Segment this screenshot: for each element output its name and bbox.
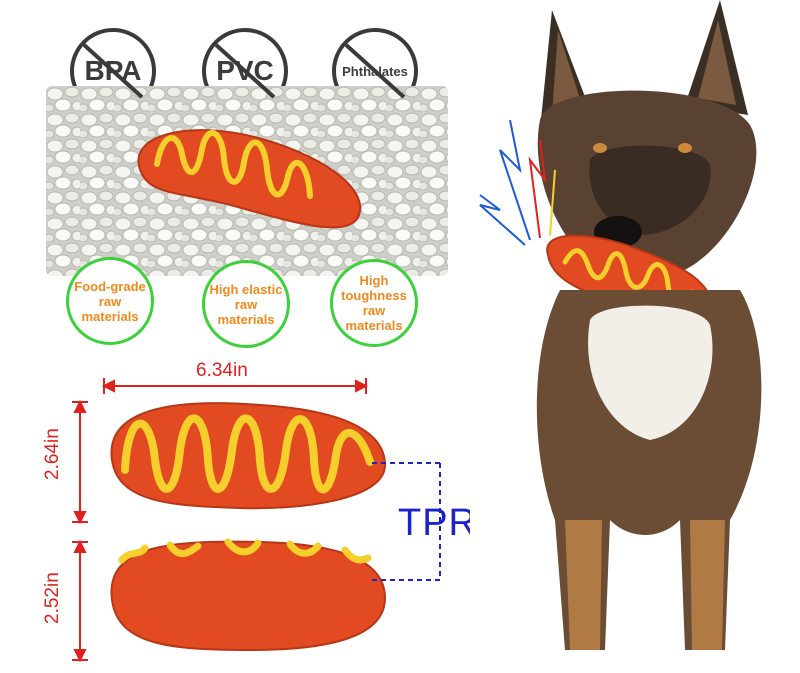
hotdog-side-view xyxy=(110,538,387,652)
length-arrow xyxy=(101,378,369,394)
hotdog-top-view xyxy=(110,402,387,510)
height-top-arrow xyxy=(72,399,88,525)
food-grade-label: Food-grade raw materials xyxy=(74,278,146,324)
pellet-material-photo xyxy=(46,86,448,276)
tpr-bracket xyxy=(372,462,441,581)
length-label: 6.34in xyxy=(196,360,248,381)
high-toughness-label: High toughness raw materials xyxy=(341,273,407,333)
squeak-lines xyxy=(479,119,556,246)
height-top-label: 2.64in xyxy=(42,428,63,480)
high-toughness-badge: High toughness raw materials xyxy=(330,259,418,347)
food-grade-badge: Food-grade raw materials xyxy=(66,257,154,345)
tpr-label: TPR xyxy=(398,502,477,544)
height-bottom-label: 2.52in xyxy=(42,572,63,624)
high-elastic-label: High elastic raw materials xyxy=(209,281,283,327)
hotdog-toy-on-pellets xyxy=(137,129,362,229)
dimension-diagram xyxy=(72,378,441,663)
high-elastic-badge: High elastic raw materials xyxy=(202,260,290,348)
pellet-texture-graphic xyxy=(46,86,448,276)
dog-photo xyxy=(470,0,800,673)
height-bottom-arrow xyxy=(72,539,88,663)
